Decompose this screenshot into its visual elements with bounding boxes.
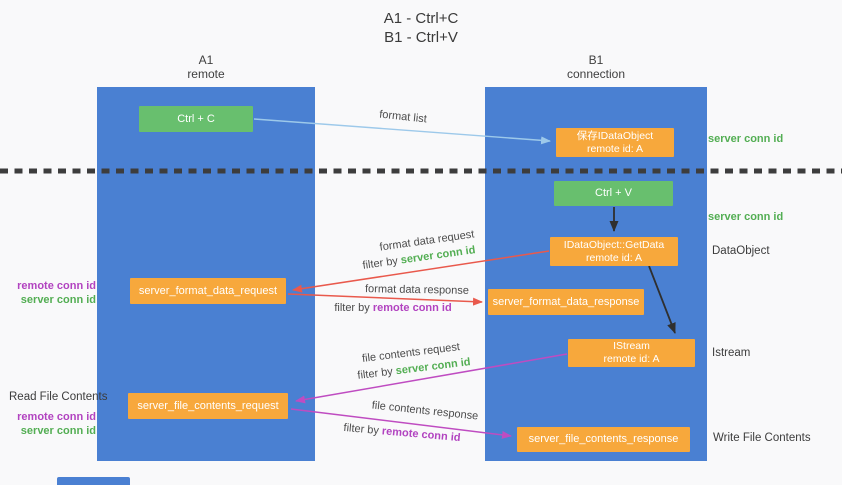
getdata-line1: IDataObject::GetData <box>563 238 665 251</box>
server-conn-id-left-bottom: server conn id <box>20 425 96 437</box>
getdata-node: IDataObject::GetData remote id: A <box>550 237 678 266</box>
file-contents-request-arrow <box>295 353 568 404</box>
istream-node: IStream remote id: A <box>568 339 695 367</box>
server-format-data-request-label: server_format_data_request <box>138 284 278 297</box>
server-file-contents-response-node: server_file_contents_response <box>517 427 690 452</box>
server-conn-id-left-mid: server conn id <box>20 294 96 306</box>
dataobject-annotation: DataObject <box>712 245 770 257</box>
getdata-to-istream-arrow <box>648 265 676 334</box>
server-conn-id-annotation-mid: server conn id <box>708 211 784 223</box>
remote-conn-id-left-bottom: remote conn id <box>17 411 96 423</box>
filter-by-text: filter by <box>334 302 370 314</box>
save-idataobject-line2: remote id: A <box>586 142 644 155</box>
read-file-contents-annotation: Read File Contents <box>9 391 108 403</box>
ctrl-v-label: Ctrl + V <box>595 187 632 199</box>
diagram-title: A1 - Ctrl+C B1 - Ctrl+V <box>0 9 842 47</box>
column-a-label: A1 <box>198 53 214 67</box>
format-data-request-arrow <box>292 250 550 293</box>
server-file-contents-response-label: server_file_contents_response <box>528 433 679 445</box>
format-data-response-arrow <box>287 293 483 306</box>
left-mid-conn-id-block: remote conn id server conn id <box>0 279 96 307</box>
ctrl-c-node: Ctrl + C <box>139 106 253 132</box>
server-file-contents-request-node: server_file_contents_request <box>128 393 288 419</box>
save-idataobject-node: 保存IDataObject remote id: A <box>556 128 674 157</box>
remote-conn-id-filter-text: remote conn id <box>372 302 452 314</box>
server-format-data-request-node: server_format_data_request <box>130 278 286 304</box>
format-data-response-filter-label: filter by remote conn id <box>334 302 451 314</box>
title-line-1: A1 - Ctrl+C <box>383 10 459 27</box>
column-b-label: B1 <box>588 53 604 67</box>
server-format-data-response-node: server_format_data_response <box>488 289 644 315</box>
ctrl-c-label: Ctrl + C <box>177 112 215 125</box>
format-data-response-edge-label: format data response <box>364 283 470 297</box>
column-a-sublabel: remote <box>187 67 225 81</box>
server-format-data-response-label: server_format_data_response <box>492 295 640 308</box>
server-conn-id-annotation-top: server conn id <box>708 133 784 145</box>
save-idataobject-line1: 保存IDataObject <box>576 129 654 142</box>
file-contents-response-arrow <box>290 408 512 439</box>
column-b-sublabel: connection <box>566 67 626 81</box>
istream-annotation: Istream <box>712 347 751 359</box>
column-a-header: A1 remote <box>97 53 315 81</box>
write-file-contents-annotation: Write File Contents <box>713 432 811 444</box>
server-file-contents-request-label: server_file_contents_request <box>137 399 279 412</box>
column-b-header: B1 connection <box>485 53 707 81</box>
ctrl-v-node: Ctrl + V <box>554 181 673 206</box>
partial-blue-box-fragment <box>57 477 130 485</box>
istream-line2: remote id: A <box>603 353 660 365</box>
title-line-2: B1 - Ctrl+V <box>384 29 458 46</box>
remote-conn-id-left-mid: remote conn id <box>17 280 96 292</box>
left-bottom-conn-id-block: remote conn id server conn id <box>0 410 96 438</box>
istream-line1: IStream <box>613 340 650 352</box>
format-list-arrow <box>253 118 551 145</box>
getdata-line2: remote id: A <box>585 251 643 264</box>
